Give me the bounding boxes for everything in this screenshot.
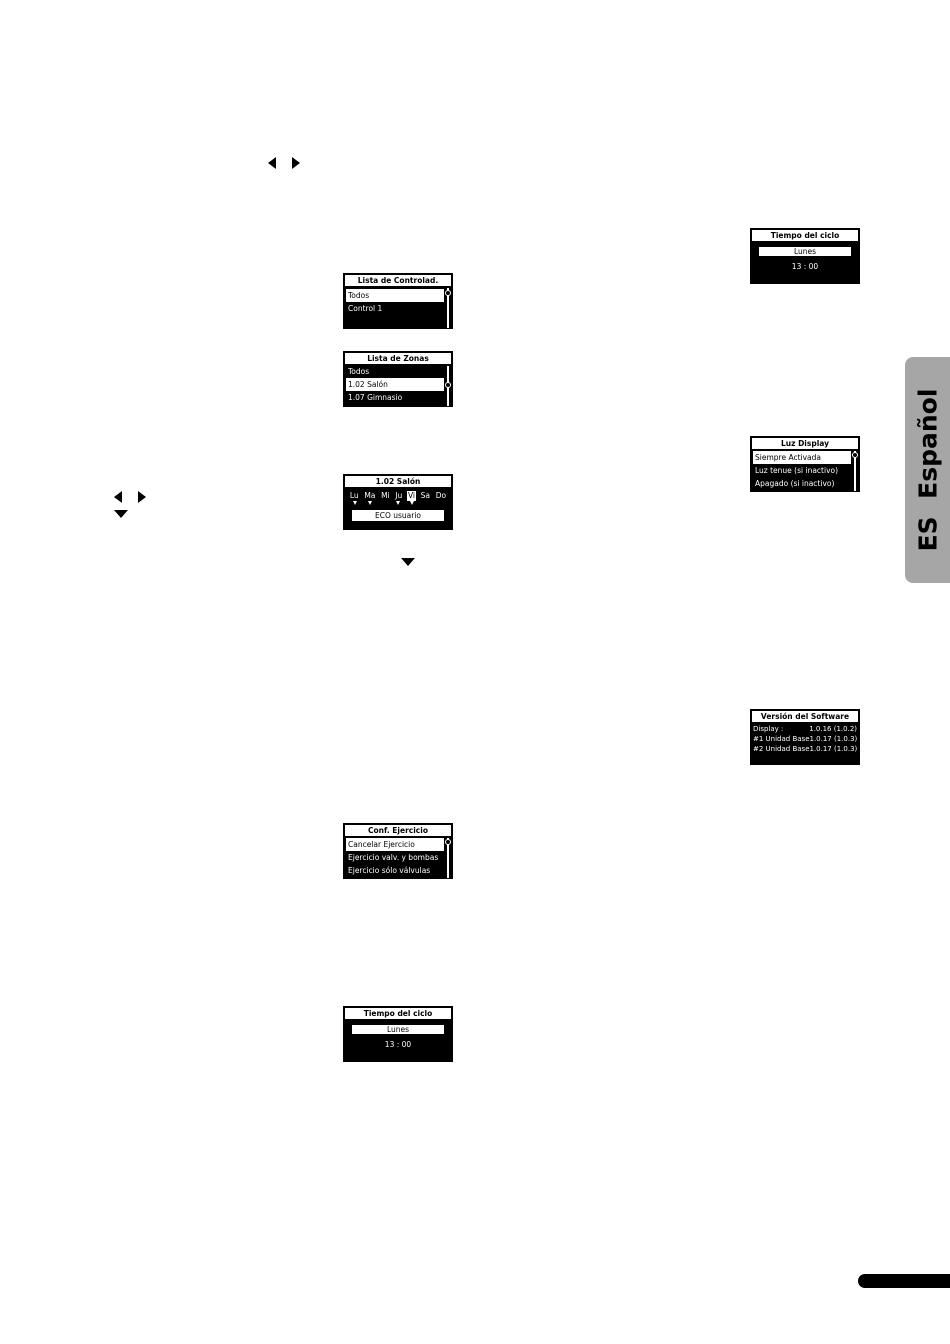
day-markers [344,501,452,507]
arrow-group-mid [114,491,150,523]
screen-title: Tiempo del ciclo [752,230,858,241]
right-arrow-icon [138,491,146,503]
list-item[interactable]: Todos [346,289,444,302]
scrollbar[interactable] [447,288,449,328]
day-label[interactable]: Lu [349,491,359,500]
scroll-knob [852,452,858,458]
screen-title: Versión del Software [752,711,858,722]
right-arrow-icon [292,157,300,169]
version-row: #1 Unidad Base 1.0.17 (1.0.3) [751,734,859,744]
day-marker-icon [410,501,414,505]
list-item[interactable]: Cancelar Ejercicio [346,838,444,851]
list-item[interactable]: Ejercicio sólo válvulas [348,866,431,875]
controller-list-screen: Lista de Controlad. Todos Control 1 [343,273,453,329]
day-box[interactable]: Lunes [759,247,851,256]
version-value: 1.0.16 (1.0.2) [809,725,857,733]
weekday-row: Lu Ma Mi Ju Vi Sa Do [347,491,449,501]
day-marker-icon [396,501,400,505]
time-value: 13 : 00 [791,262,819,271]
screen-title: Lista de Zonas [345,353,451,364]
screen-title: Conf. Ejercicio [345,825,451,836]
display-light-screen: Luz Display Siempre Activada Luz tenue (… [750,436,860,492]
down-arrow-icon [401,558,415,566]
day-box[interactable]: Lunes [352,1025,444,1034]
exercise-config-screen: Conf. Ejercicio Cancelar Ejercicio Ejerc… [343,823,453,879]
cycle-time-screen: Tiempo del ciclo Lunes 13 : 00 [343,1006,453,1062]
scrollbar[interactable] [854,451,856,491]
language-tab-label: ES Español [913,389,942,552]
zone-list-screen: Lista de Zonas Todos 1.02 Salón 1.07 Gim… [343,351,453,407]
screen-title: 1.02 Salón [345,476,451,487]
version-label: Display : [753,725,784,733]
day-marker-icon [353,501,357,505]
list-item[interactable]: Todos [348,367,370,376]
version-label: #2 Unidad Base [753,745,810,753]
time-value: 13 : 00 [384,1040,412,1049]
scrollbar[interactable] [447,838,449,878]
language-name: Español [913,388,942,499]
software-version-screen: Versión del Software Display : 1.0.16 (1… [750,709,860,765]
list-item[interactable]: 1.02 Salón [346,378,444,391]
day-marker-icon [368,501,372,505]
down-arrow-icon [114,510,128,518]
room-screen: 1.02 Salón Lu Ma Mi Ju Vi Sa Do ECO usua… [343,474,453,530]
language-code: ES [913,516,942,552]
day-label[interactable]: Sa [420,491,431,500]
scroll-knob [445,839,451,845]
screen-title: Tiempo del ciclo [345,1008,451,1019]
day-label[interactable]: Do [435,491,447,500]
version-label: #1 Unidad Base [753,735,810,743]
list-item[interactable]: Siempre Activada [753,451,851,464]
left-arrow-icon [268,157,276,169]
list-item[interactable]: Luz tenue (si inactivo) [755,466,839,475]
version-row: Display : 1.0.16 (1.0.2) [751,724,859,734]
page-marker-bar [858,1274,950,1288]
mode-box[interactable]: ECO usuario [352,510,444,521]
screen-title: Luz Display [752,438,858,449]
cycle-time-screen-right: Tiempo del ciclo Lunes 13 : 00 [750,228,860,284]
day-label[interactable]: Ma [364,491,376,500]
left-arrow-icon [114,491,122,503]
language-tab: ES Español [905,357,950,583]
arrow-group-top [268,157,304,171]
version-value: 1.0.17 (1.0.3) [809,735,858,743]
screen-title: Lista de Controlad. [345,275,451,286]
scroll-knob [445,382,451,388]
day-label[interactable]: Ju [395,491,403,500]
scroll-knob [445,290,451,296]
day-label-selected[interactable]: Vi [406,491,416,501]
list-item[interactable]: Control 1 [348,304,383,313]
day-label[interactable]: Mi [381,491,390,500]
version-row: #2 Unidad Base 1.0.17 (1.0.3) [751,744,859,754]
list-item[interactable]: 1.07 Gimnasio [348,393,403,402]
version-value: 1.0.17 (1.0.3) [809,745,858,753]
list-item[interactable]: Ejercicio valv. y bombas [348,853,439,862]
list-item[interactable]: Apagado (si inactivo) [755,479,835,488]
